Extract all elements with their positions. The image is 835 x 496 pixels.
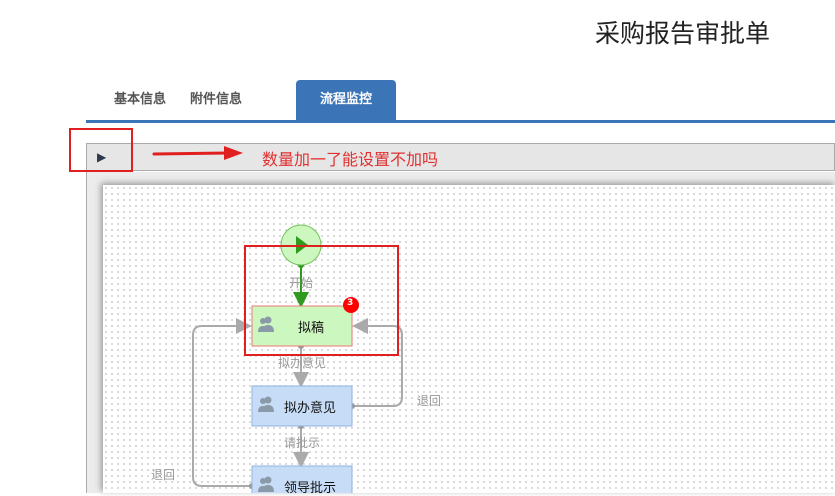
tab-attachments[interactable]: 附件信息 <box>189 92 242 107</box>
flow-canvas <box>103 185 835 493</box>
annotation-text: 数量加一了能设置不加吗 <box>262 150 439 169</box>
user-group-icon <box>258 316 274 492</box>
tab-bar: 基本信息 附件信息 流程监控 <box>86 80 835 123</box>
node-badge <box>343 297 359 313</box>
annotation-box <box>69 128 133 172</box>
page-title: 采购报告审批单 <box>595 19 771 48</box>
flow-toolbar: ▶ <box>86 143 835 171</box>
tab-flow-monitor[interactable]: 流程监控 <box>296 80 396 120</box>
flow-canvas-container <box>86 172 835 493</box>
expand-toolbar-icon[interactable]: ▶ <box>97 150 107 164</box>
annotation-highlight-box <box>244 245 399 356</box>
edge-approve[interactable] <box>293 423 309 468</box>
tab-basic-info[interactable]: 基本信息 <box>113 92 166 107</box>
